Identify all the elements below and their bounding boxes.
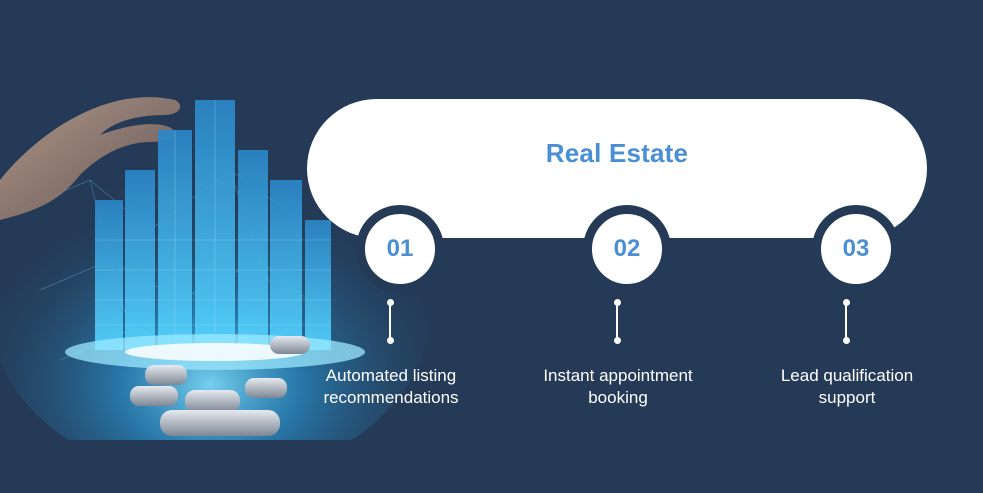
step-number-circle: 02 xyxy=(583,205,671,293)
robot-hand-icon xyxy=(130,336,310,436)
connector-line xyxy=(845,302,847,340)
step-number-circle: 01 xyxy=(356,205,444,293)
step-caption: Lead qualification support xyxy=(747,365,947,409)
step-caption-line: recommendations xyxy=(323,388,459,407)
step-caption-line: Instant appointment xyxy=(543,366,693,385)
step-number: 03 xyxy=(842,235,870,262)
connector-line xyxy=(616,302,618,340)
holographic-city-illustration xyxy=(0,97,430,440)
step-caption-line: support xyxy=(818,388,876,407)
connector-dot-icon xyxy=(842,299,850,306)
human-hand-icon xyxy=(0,97,181,220)
connector-dot-icon xyxy=(842,337,850,344)
connector-line xyxy=(389,302,391,340)
step-caption-line: Lead qualification xyxy=(780,366,914,385)
step-number-circle: 03 xyxy=(812,205,900,293)
step-caption-line: Automated listing xyxy=(325,366,457,385)
header-title: Real Estate xyxy=(545,138,689,168)
connector-dot-icon xyxy=(386,337,394,344)
step-caption: Instant appointment booking xyxy=(518,365,718,409)
step-caption-line: booking xyxy=(588,388,648,407)
connector-dot-icon xyxy=(613,299,621,306)
step-caption: Automated listing recommendations xyxy=(291,365,491,409)
step-number: 02 xyxy=(613,235,641,262)
connector-dot-icon xyxy=(613,337,621,344)
step-number: 01 xyxy=(386,235,414,262)
connector-dot-icon xyxy=(386,299,394,306)
